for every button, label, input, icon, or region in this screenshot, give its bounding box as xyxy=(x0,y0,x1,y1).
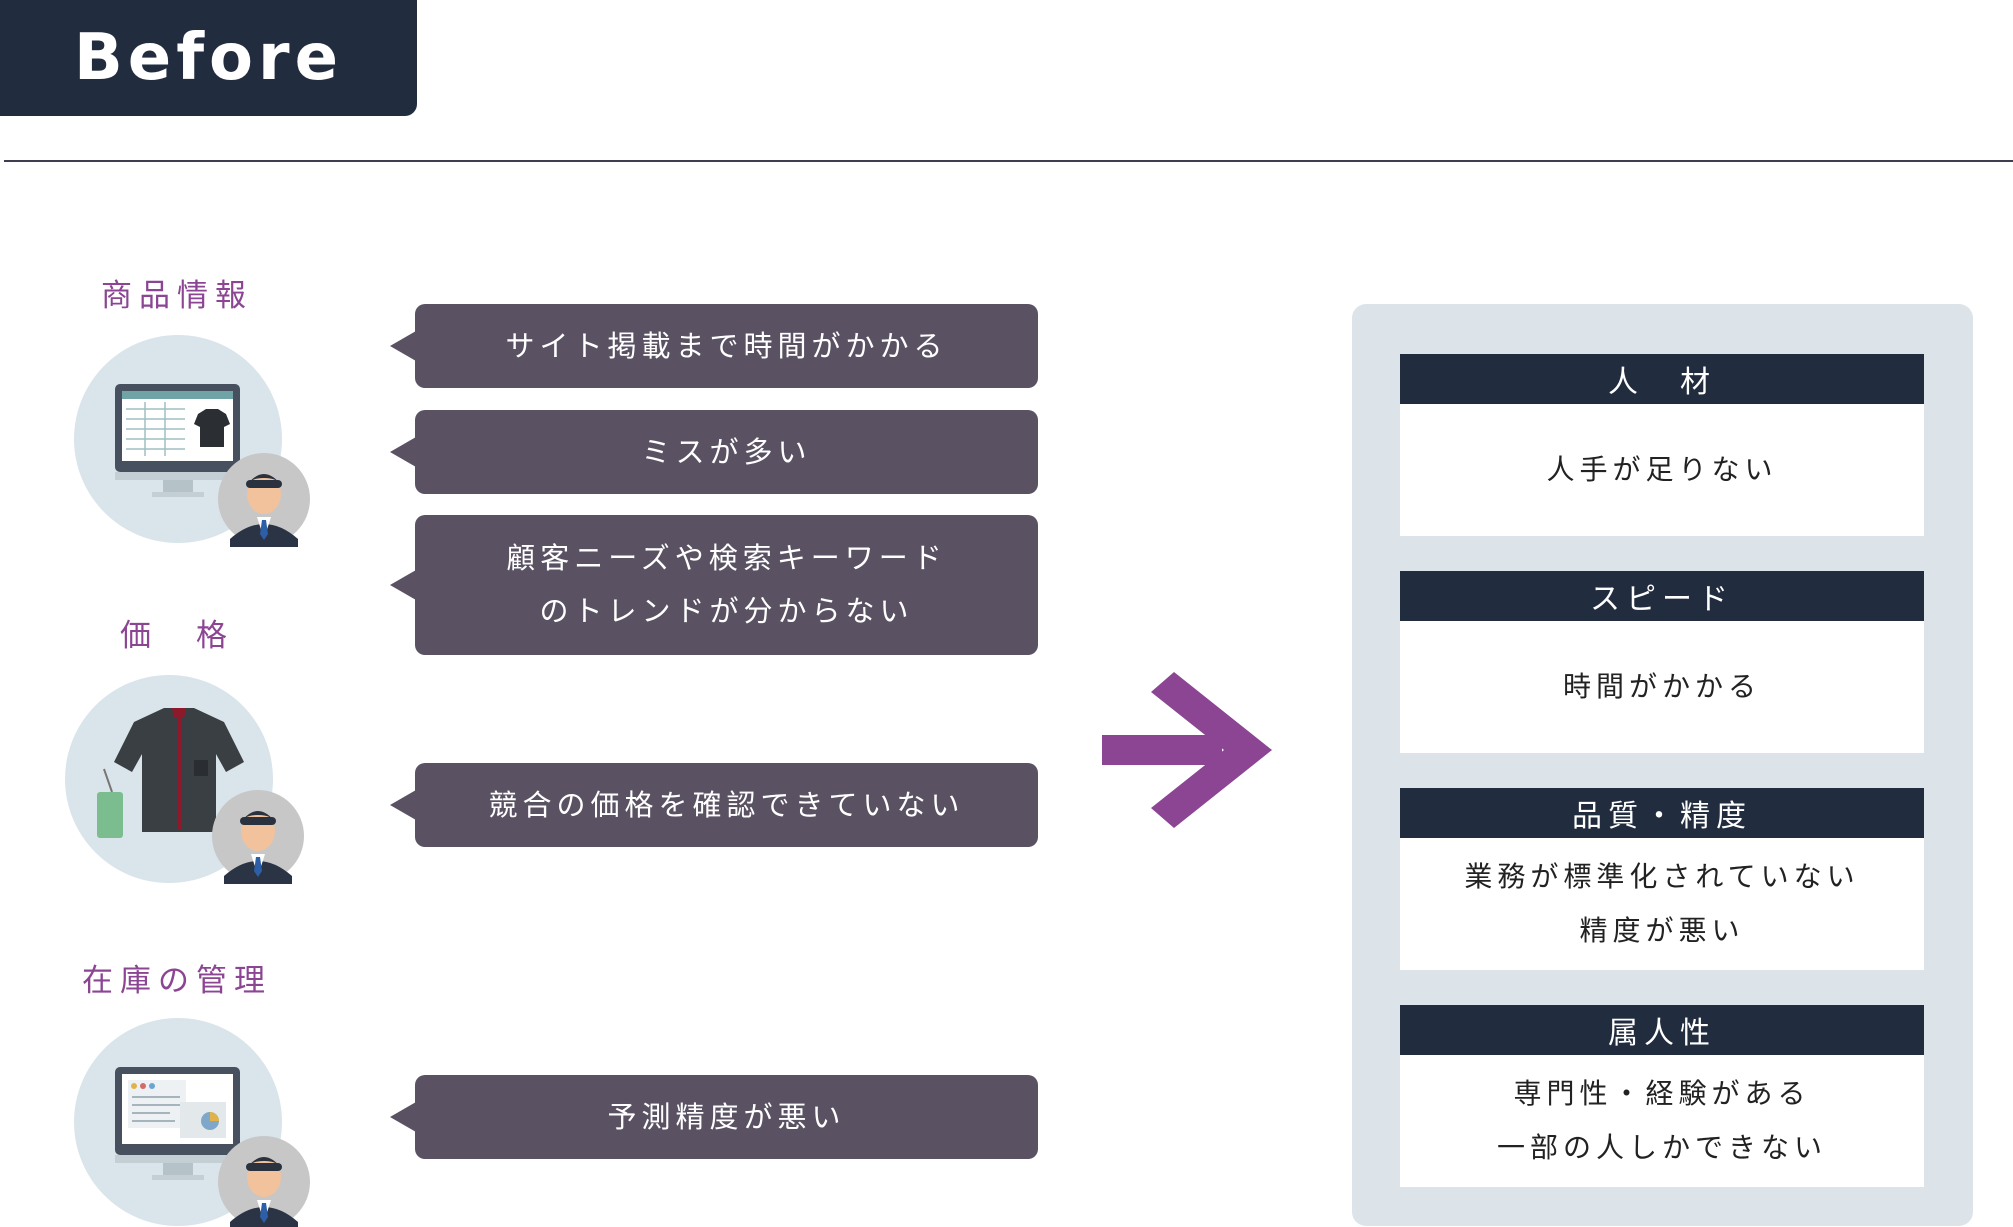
cause-text-line-2: 精度が悪い xyxy=(1579,914,1745,947)
before-badge: Before xyxy=(0,0,417,116)
issue-text-line-2: のトレンドが分からない xyxy=(539,594,914,628)
issue-text: サイト掲載まで時間がかかる xyxy=(505,328,948,363)
cause-text: 人手が足りない xyxy=(1546,453,1778,486)
issue-bubble-competitor-prices: 競合の価格を確認できていない xyxy=(390,763,1038,847)
cause-text-line-1: 業務が標準化されていない xyxy=(1464,860,1860,893)
cause-text: 時間がかかる xyxy=(1562,670,1761,703)
cause-card-quality-accuracy: 品質・精度 業務が標準化されていない 精度が悪い xyxy=(1400,788,1924,970)
shirt-price-tag-icon xyxy=(64,674,309,892)
header-divider xyxy=(4,160,2013,162)
issue-bubble-many-errors: ミスが多い xyxy=(390,410,1038,494)
issue-text: 予測精度が悪い xyxy=(607,1099,846,1134)
issue-text: 競合の価格を確認できていない xyxy=(488,787,965,822)
category-label-price: 価 格 xyxy=(120,618,234,654)
category-label-product-info: 商品情報 xyxy=(101,278,253,314)
cause-card-body: 時間がかかる xyxy=(1400,621,1924,753)
cause-card-speed: スピード 時間がかかる xyxy=(1400,571,1924,753)
computer-dashboard-icon xyxy=(70,1017,315,1227)
issue-text: ミスが多い xyxy=(641,434,812,469)
arrow-right-icon xyxy=(1102,672,1272,832)
cause-card-body: 人手が足りない xyxy=(1400,404,1924,536)
cause-card-body: 専門性・経験がある 一部の人しかできない xyxy=(1400,1055,1924,1187)
issue-bubble-listing-time: サイト掲載まで時間がかかる xyxy=(390,304,1038,388)
cause-text-line-2: 一部の人しかできない xyxy=(1496,1131,1827,1164)
cause-card-dependency: 属人性 専門性・経験がある 一部の人しかできない xyxy=(1400,1005,1924,1187)
category-label-inventory: 在庫の管理 xyxy=(82,963,272,999)
cause-card-body: 業務が標準化されていない 精度が悪い xyxy=(1400,838,1924,970)
issue-text-line-1: 顧客ニーズや検索キーワード xyxy=(506,541,947,575)
cause-text-line-1: 専門性・経験がある xyxy=(1513,1077,1811,1110)
cause-card-title: 品質・精度 xyxy=(1400,788,1924,838)
issue-bubble-forecast-accuracy: 予測精度が悪い xyxy=(390,1075,1038,1159)
cause-card-title: 人 材 xyxy=(1400,354,1924,404)
cause-card-title: 属人性 xyxy=(1400,1005,1924,1055)
cause-card-title: スピード xyxy=(1400,571,1924,621)
page-title: Before xyxy=(74,21,343,95)
computer-table-icon xyxy=(70,334,315,552)
issue-bubble-trends-unknown: 顧客ニーズや検索キーワード のトレンドが分からない xyxy=(390,515,1038,655)
cause-card-human-resources: 人 材 人手が足りない xyxy=(1400,354,1924,536)
